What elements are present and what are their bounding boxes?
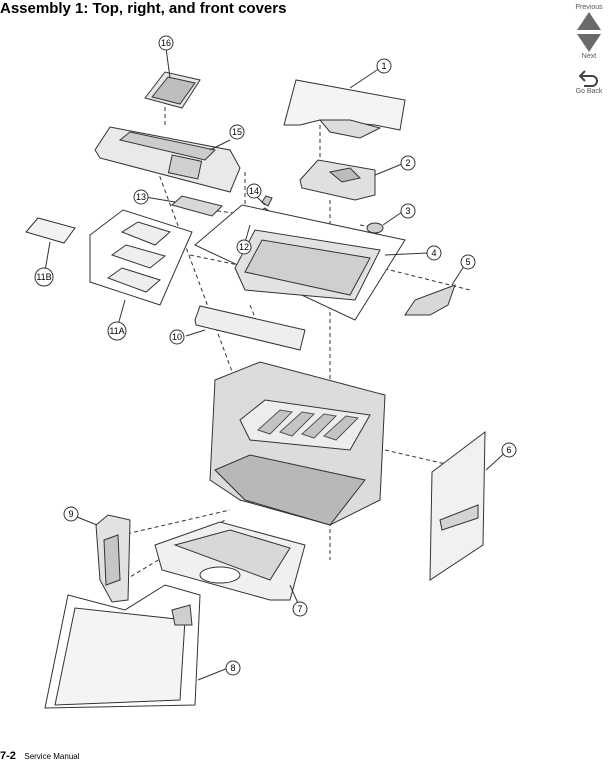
printer-main-body [209,361,386,526]
go-back-label[interactable]: Go Back [575,88,603,95]
callout-16: 16 [158,35,174,51]
callout-5-text: 5 [465,257,470,267]
callout-14: 14 [246,183,262,199]
callout-4: 4 [426,245,442,261]
callout-12-text: 12 [239,242,249,252]
callout-2-text: 2 [405,158,410,168]
callout-3: 3 [400,203,416,219]
callout-15-text: 15 [232,127,242,137]
callout-13: 13 [133,189,149,205]
callout-12: 12 [236,239,252,255]
part-14-clip [261,195,273,207]
callout-labels: 16 1 15 2 14 13 3 12 4 5 11B 11A 10 6 9 … [34,35,517,676]
part-6-right-cover [429,430,486,581]
callout-11a: 11A [107,321,127,341]
callout-10-text: 10 [172,332,182,342]
callout-leaders [44,47,509,681]
part-9-side-frame [95,514,131,603]
part-11a-enclosure [89,209,193,306]
part-13-button-board [170,195,223,217]
callout-6-text: 6 [506,445,511,455]
previous-label: Previous [575,4,603,11]
callout-11b: 11B [34,267,54,287]
callout-8-text: 8 [230,663,235,673]
callout-11b-text: 11B [36,272,51,282]
callout-8: 8 [225,660,241,676]
go-back-icon[interactable] [577,68,601,88]
part-5-side-cover [404,284,456,316]
callout-1: 1 [376,58,392,74]
part-3-knob [366,222,384,234]
callout-7-text: 7 [297,604,302,614]
nav-panel: Previous Next Go Back [570,4,608,95]
page-title: Assembly 1: Top, right, and front covers [0,0,287,17]
page-number: 7-2 [0,750,16,762]
callout-5: 5 [460,254,476,270]
callout-1-text: 1 [381,61,386,71]
part-15-operator-panel [94,126,241,193]
callout-2: 2 [400,155,416,171]
callout-16-text: 16 [161,38,171,48]
part-7-paper-tray [154,521,306,601]
callout-6: 6 [501,442,517,458]
manual-name: Service Manual [24,752,80,761]
callout-7: 7 [292,601,308,617]
part-2-bracket [299,159,376,201]
callout-9: 9 [63,506,79,522]
callout-9-text: 9 [68,509,73,519]
next-arrow-icon[interactable] [576,33,602,53]
previous-arrow-icon[interactable] [576,11,602,31]
callout-15: 15 [229,124,245,140]
callout-3-text: 3 [405,206,410,216]
part-10-front-bezel [194,305,306,351]
page-footer: 7-2 Service Manual [0,746,80,764]
next-label: Next [581,53,597,60]
part-11b-panel [25,217,76,244]
callout-13-text: 13 [136,192,146,202]
part-16-display [144,71,201,109]
callout-4-text: 4 [431,248,436,258]
part-1-top-cover [283,79,406,139]
callout-14-text: 14 [249,186,259,196]
callout-11a-text: 11A [109,326,124,336]
part-8-front-door [44,584,201,709]
callout-10: 10 [169,329,185,345]
